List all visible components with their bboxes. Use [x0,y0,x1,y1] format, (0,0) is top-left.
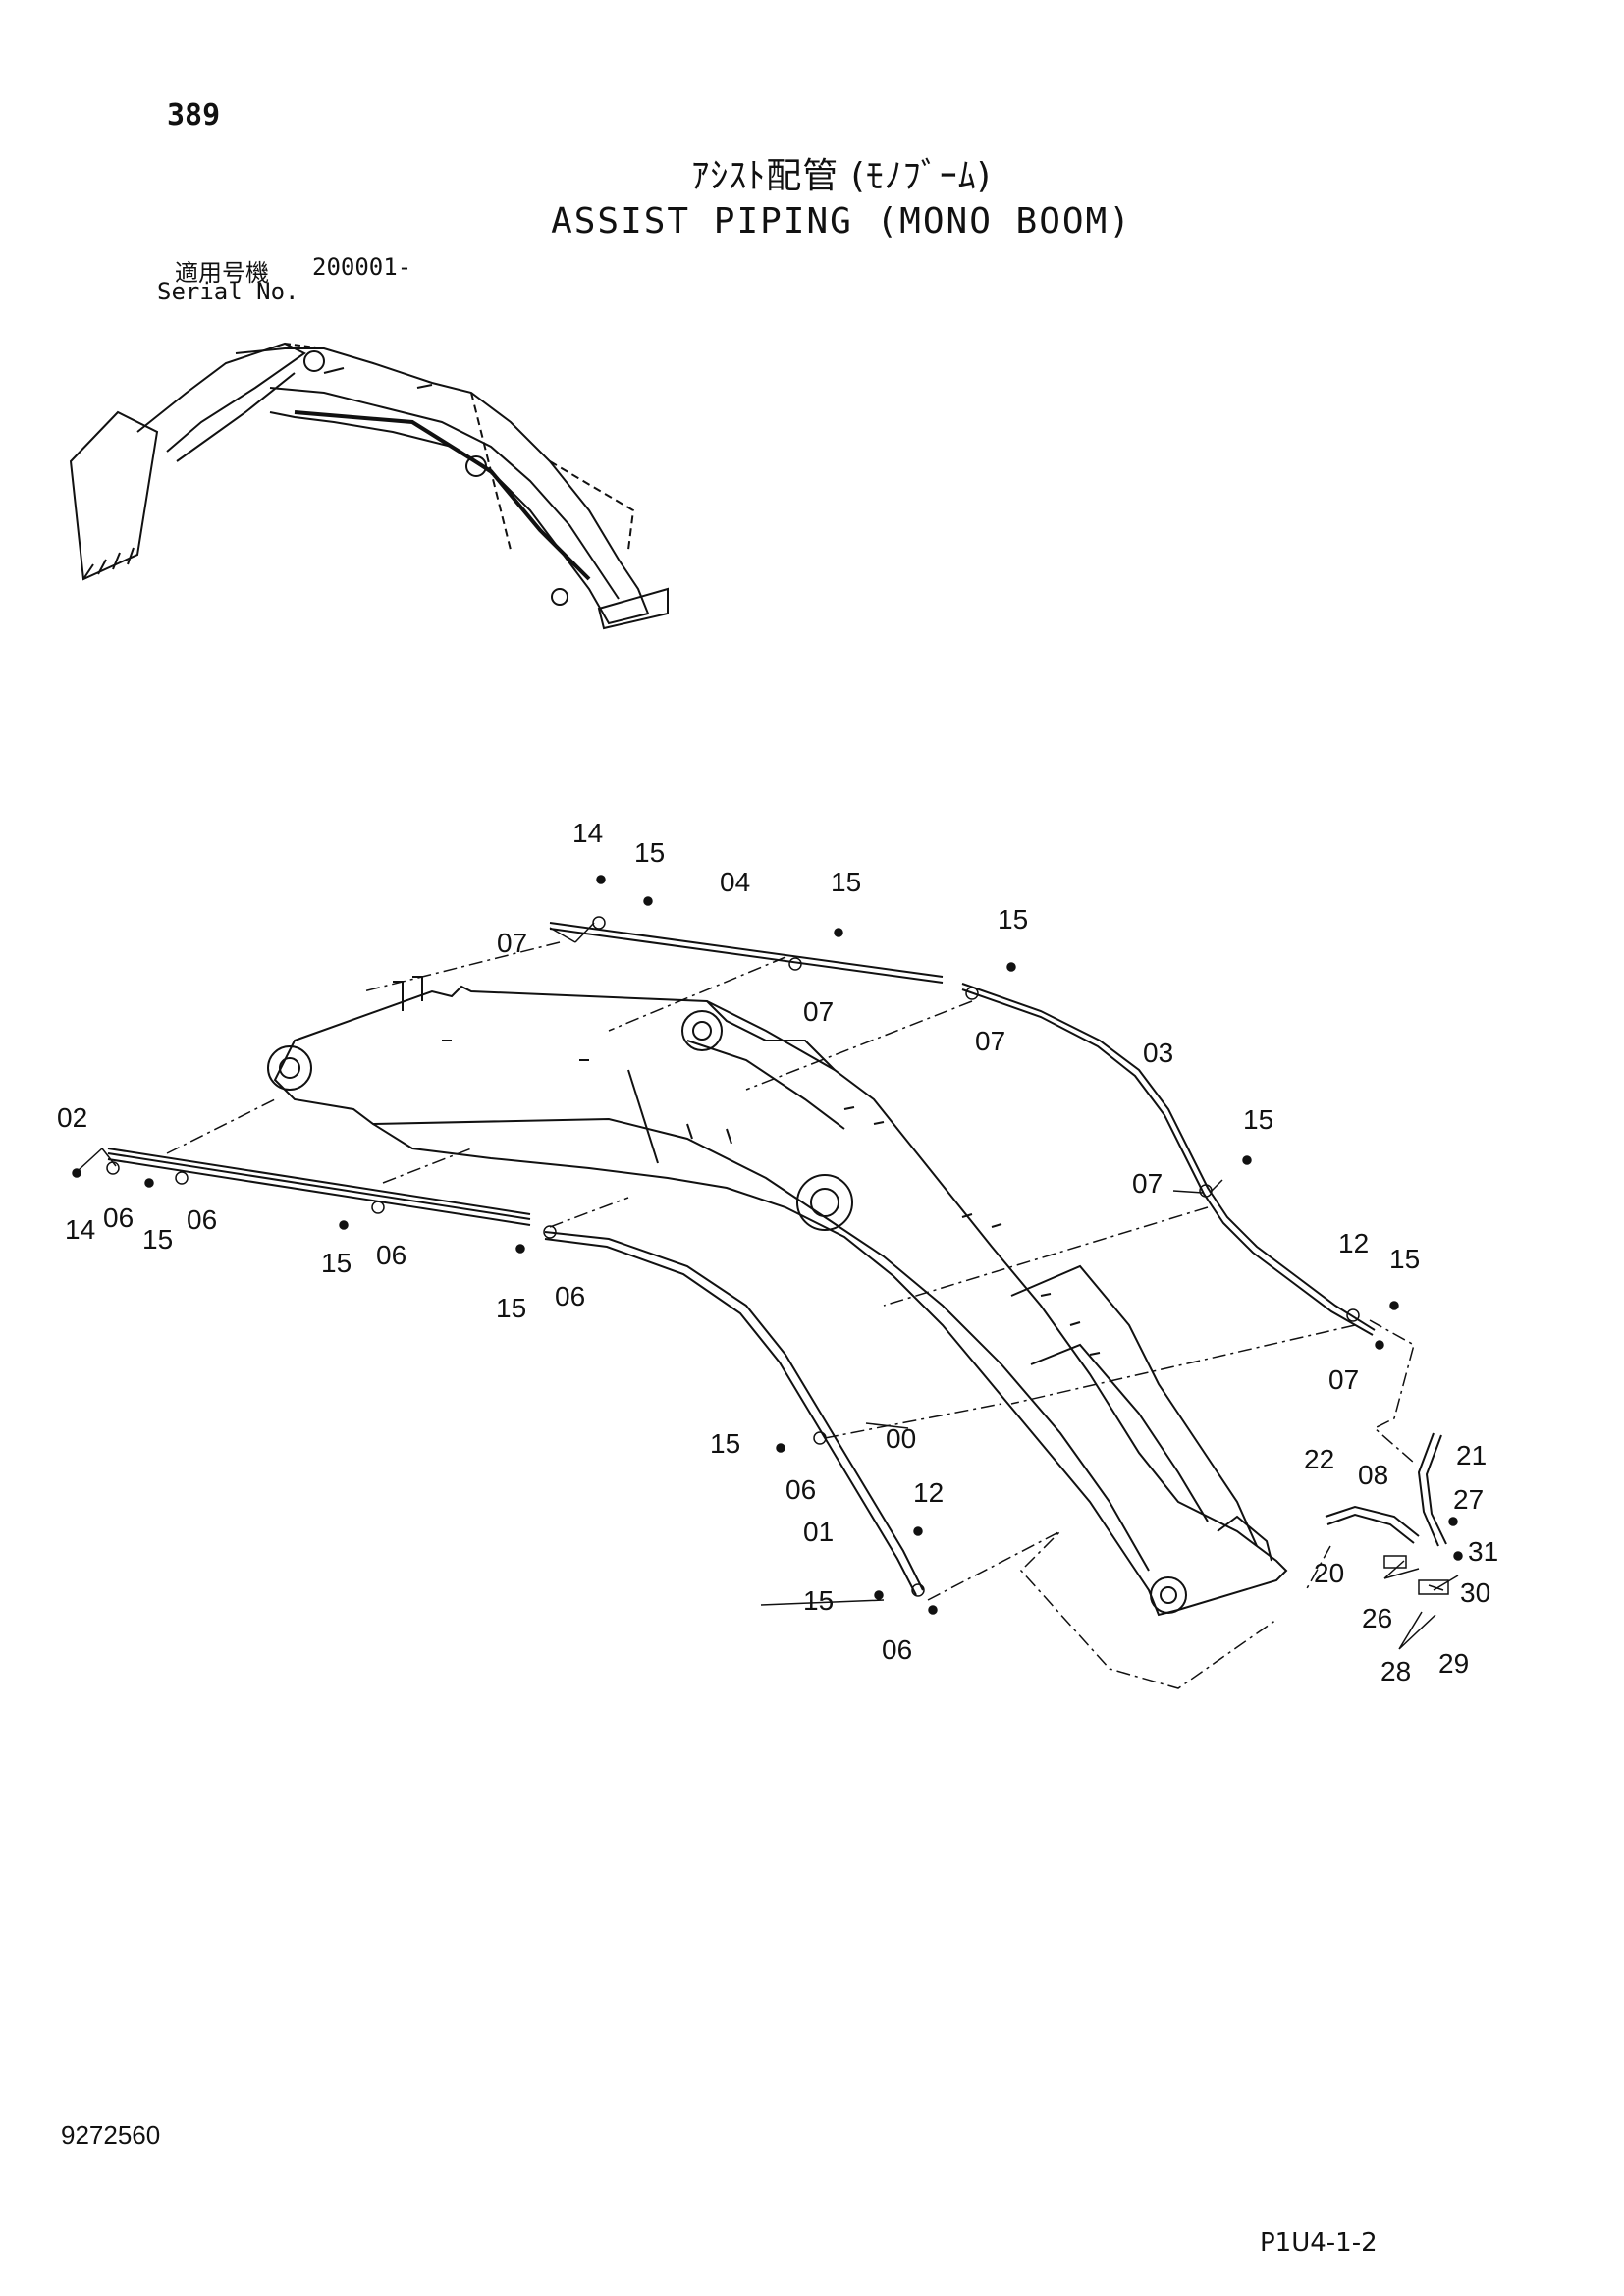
document-number: 9272560 [61,2120,161,2150]
callout-22: 22 [1304,1444,1334,1474]
callout-06-b: 06 [187,1204,217,1235]
callout-07-c: 07 [975,1026,1005,1056]
callout-06-c: 06 [376,1240,406,1270]
page-number: 389 [167,98,221,133]
callout-15-mid: 15 [710,1428,740,1459]
callout-12-right: 12 [1338,1228,1369,1258]
callout-00: 00 [886,1423,916,1454]
overview-illustration [69,342,669,630]
callout-15-left-a: 15 [142,1224,173,1255]
callout-15-top-c: 15 [998,904,1028,934]
callout-03: 03 [1143,1038,1173,1068]
callout-06-d: 06 [555,1281,585,1311]
callout-15-right-b: 15 [1389,1244,1420,1274]
callout-12-mid: 12 [913,1477,944,1508]
pipe-03 [961,983,1376,1331]
pipe-04-b [549,928,944,984]
title-japanese: ｱｼｽﾄ配管 (ﾓﾉﾌﾞｰﾑ) [691,156,992,196]
callout-07-b: 07 [803,996,834,1027]
sheet-code: P1U4-1-2 [1260,2228,1378,2258]
pipe-lines [107,922,1447,1596]
hardware [72,875,1463,1615]
callout-26: 26 [1362,1603,1392,1633]
callout-15-right-a: 15 [1243,1104,1273,1135]
callout-07-a: 07 [497,928,527,958]
callout-07-e: 07 [1328,1364,1359,1395]
callout-06-f: 06 [882,1634,912,1665]
callout-30: 30 [1460,1577,1490,1608]
callout-07-d: 07 [1132,1168,1163,1199]
callout-28: 28 [1380,1656,1411,1686]
callout-27: 27 [1453,1484,1484,1515]
callout-20: 20 [1314,1558,1344,1588]
callout-04: 04 [720,867,750,897]
callout-29: 29 [1438,1648,1469,1679]
callout-06-a: 06 [103,1202,134,1233]
callout-15-low: 15 [803,1585,834,1616]
projection-lines [166,941,1415,1689]
serial-label-japanese: 適用号機 [175,259,269,287]
callout-15-top-b: 15 [831,867,861,897]
boom-structure [267,976,1288,1617]
callout-06-e: 06 [785,1474,816,1505]
callout-14-top: 14 [572,818,603,848]
callout-14-left: 14 [65,1214,95,1245]
pipe-04 [549,922,944,978]
callout-31: 31 [1468,1536,1498,1567]
pipe-01 [544,1231,924,1591]
callout-02: 02 [57,1102,87,1133]
callout-01: 01 [803,1517,834,1547]
callout-21: 21 [1456,1440,1487,1470]
title-english: ASSIST PIPING (MONO BOOM) [551,201,1132,241]
callout-15-top-a: 15 [634,837,665,868]
serial-label-english: Serial No. [157,278,299,305]
callout-08: 08 [1358,1460,1388,1490]
serial-range: 200001- [312,253,412,281]
pipe-21 [1417,1432,1439,1547]
callout-15-left-b: 15 [321,1248,352,1278]
pipe-22 [1325,1505,1420,1537]
leader-lines [78,922,1459,1650]
callout-labels: 14 15 04 15 15 07 07 07 03 15 07 12 15 0… [57,818,1498,1686]
pipe-02 [107,1152,531,1220]
callout-15-left-c: 15 [496,1293,526,1323]
